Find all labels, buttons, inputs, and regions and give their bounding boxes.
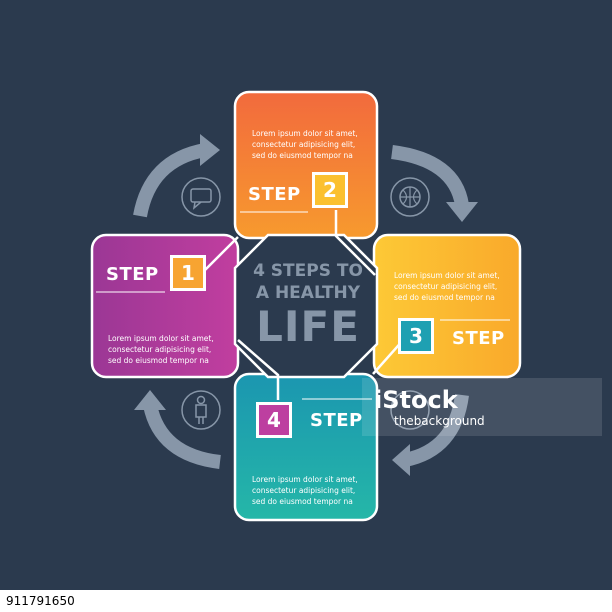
stock-id: 911791650 [0,590,612,612]
step-4-text: Lorem ipsum dolor sit amet,consectetur a… [252,475,358,506]
step-3-label: STEP [452,328,505,349]
globe-icon [390,390,430,430]
connector-2 [334,210,376,276]
step-1-label: STEP [106,264,159,285]
connector-4 [237,339,280,400]
step-1-number: 1 [170,255,206,291]
step-3-number: 3 [398,318,434,354]
watermark: iStock thebackground [362,378,602,436]
step-3-text: Lorem ipsum dolor sit amet,consectetur a… [394,271,500,302]
step-1-text: Lorem ipsum dolor sit amet,consectetur a… [108,334,214,365]
step-4-number: 4 [256,402,292,438]
center-title-line-2: A HEALTHY [255,283,361,303]
step-4-label: STEP [310,410,363,431]
center-octagon [233,233,379,379]
center-title-line-3: LIFE [256,302,360,351]
step-2-text: Lorem ipsum dolor sit amet,consectetur a… [252,129,358,160]
step-2-label: STEP [248,184,301,205]
person-icon [181,390,221,430]
center-title: 4 STEPS TO A HEALTHY LIFE [238,260,378,350]
chat-icon [181,177,221,217]
arrow-top-left [133,134,220,218]
center-title-line-1: 4 STEPS TO [253,261,363,281]
arrow-top-right [391,145,478,222]
basketball-icon [390,177,430,217]
arrow-bottom-right [392,393,469,476]
watermark-credit: thebackground [394,414,485,428]
arrow-bottom-left [134,390,221,469]
watermark-brand: iStock [374,386,458,414]
step-2-number: 2 [312,172,348,208]
